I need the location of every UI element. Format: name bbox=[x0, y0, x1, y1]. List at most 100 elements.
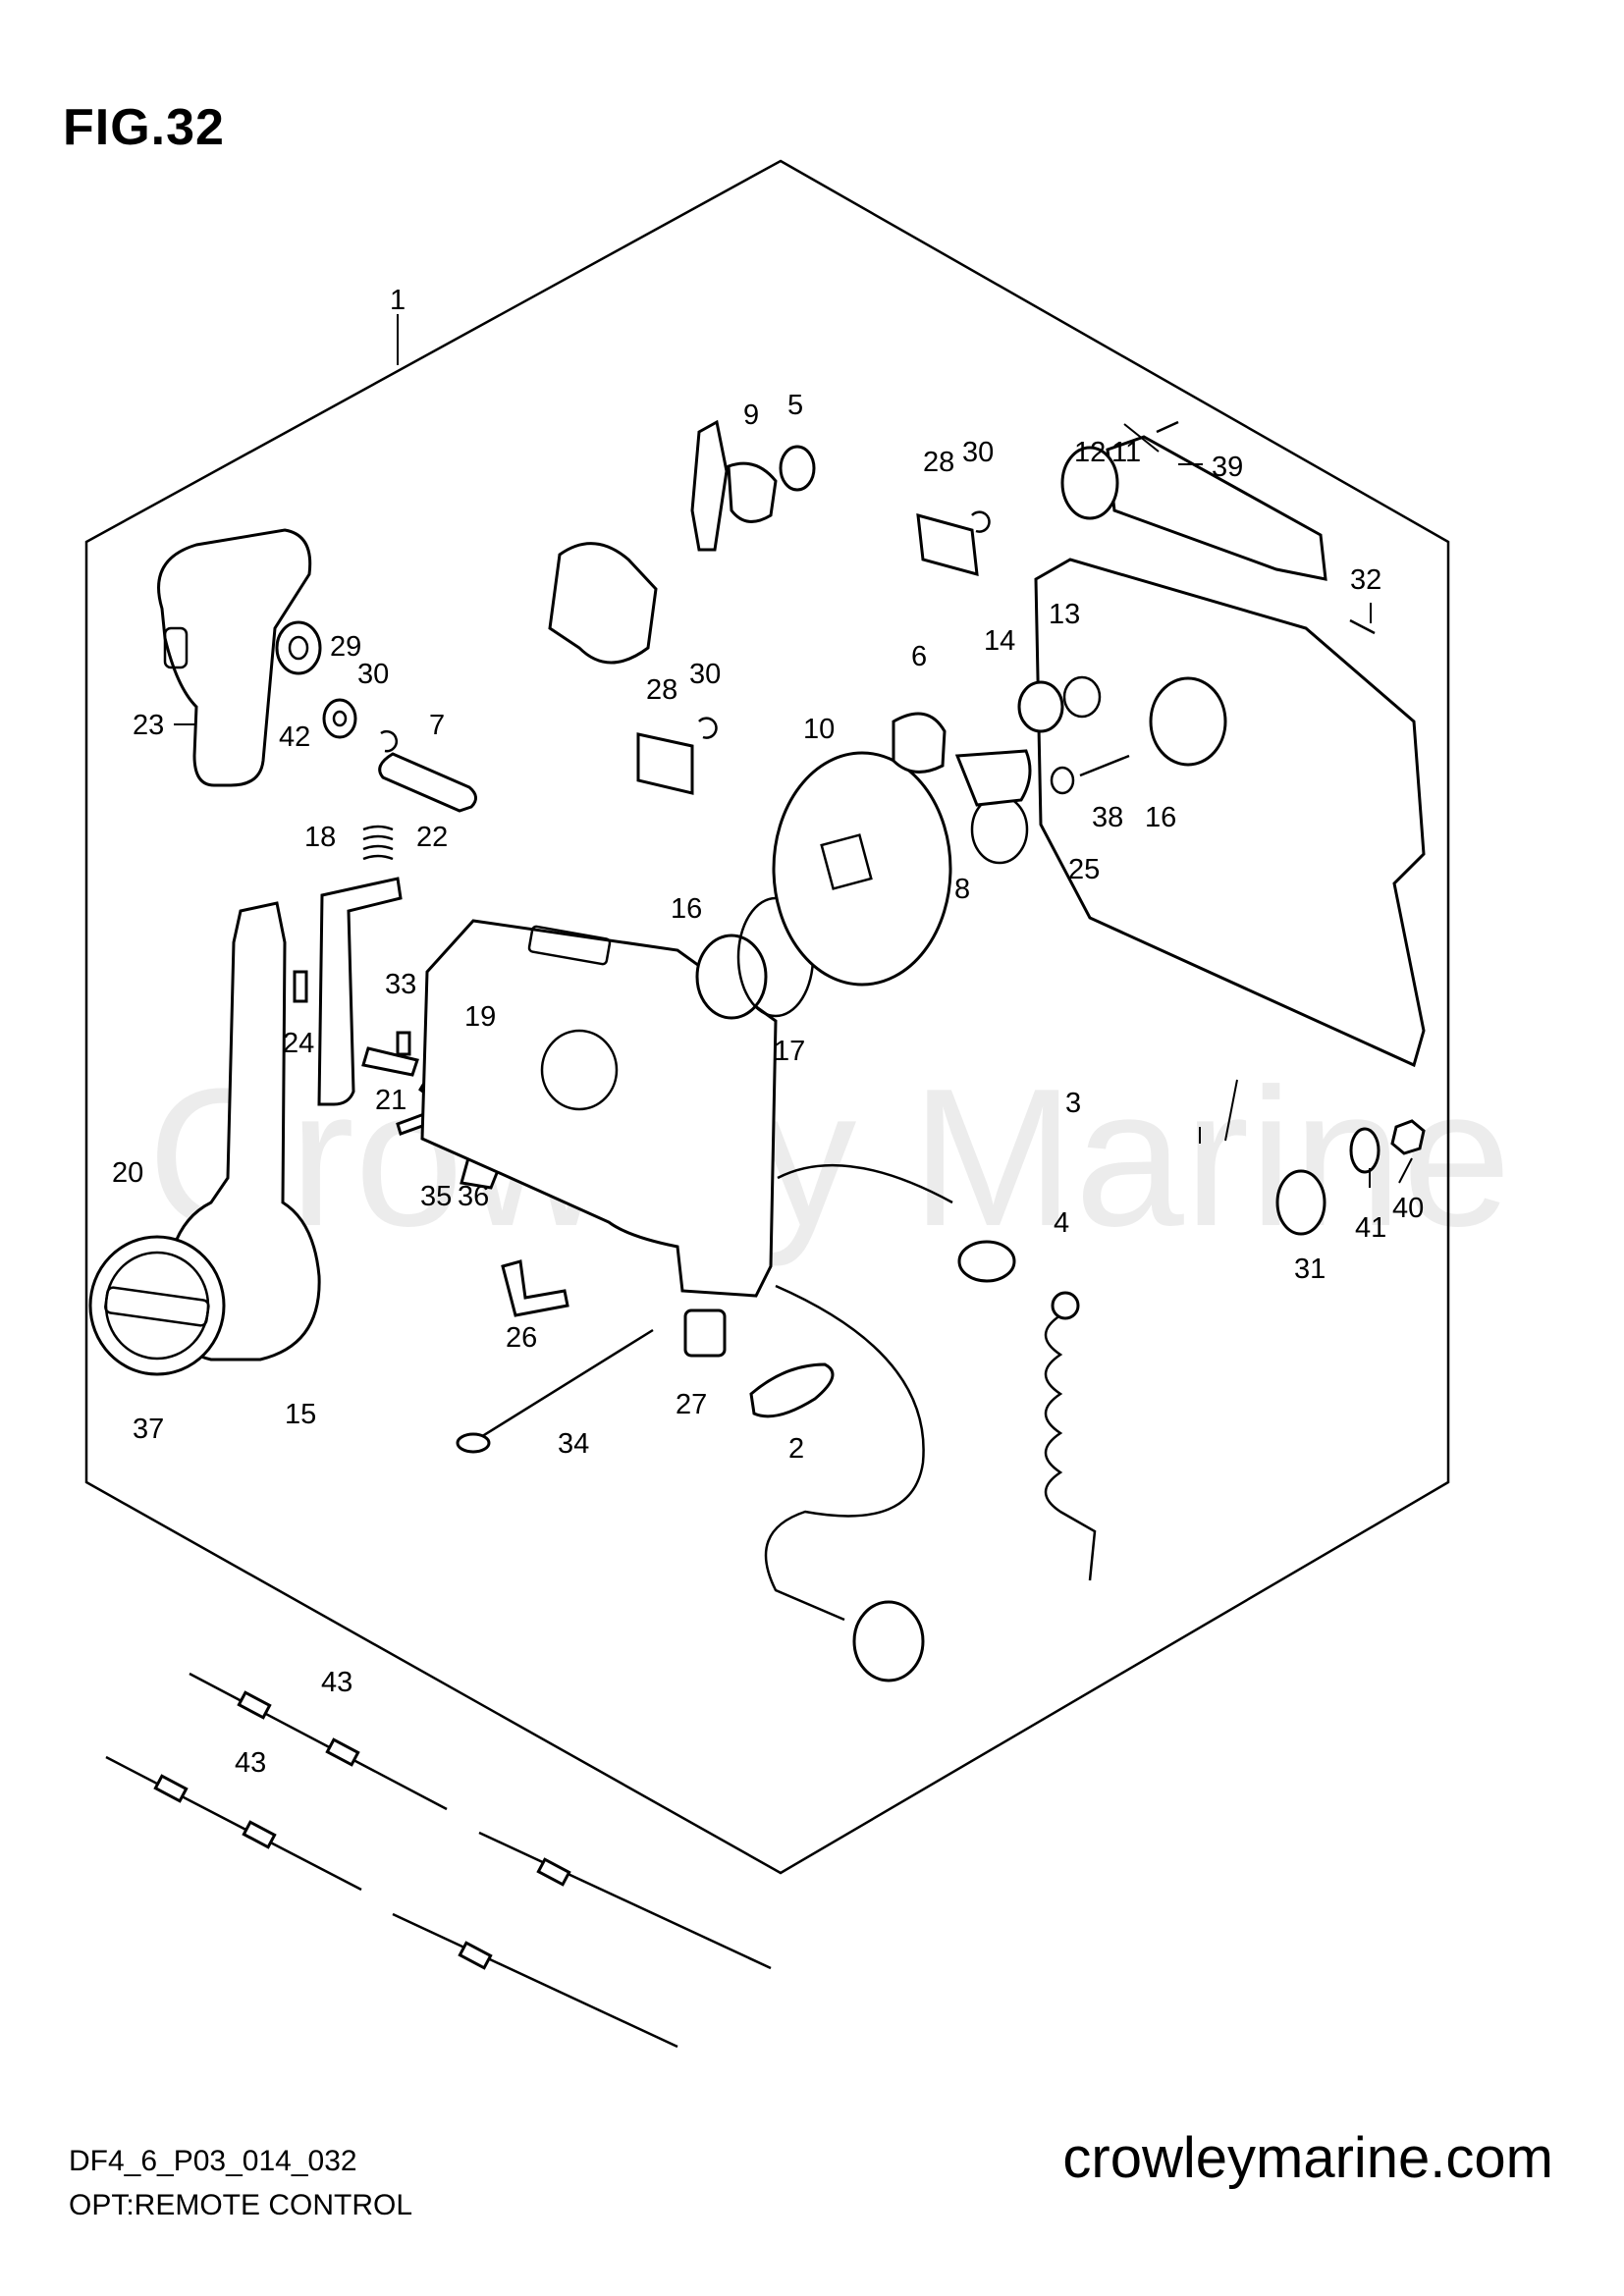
watermark-text: Crowley Marine bbox=[147, 1048, 1512, 1267]
callout-31: 31 bbox=[1294, 1254, 1326, 1285]
top-lever-link bbox=[690, 419, 729, 552]
main-control-housing bbox=[420, 919, 778, 1298]
callout-30b: 30 bbox=[357, 659, 389, 690]
part-14-bushing bbox=[1017, 680, 1064, 733]
website-link[interactable]: crowleymarine.com bbox=[1062, 2126, 1553, 2190]
part-15-control-arm bbox=[165, 901, 321, 1362]
part-7-pin bbox=[378, 752, 477, 813]
part-43-ferrule-3 bbox=[536, 1857, 571, 1887]
upper-gear-bracket bbox=[548, 542, 658, 665]
callout-14: 14 bbox=[984, 625, 1015, 657]
callout-23: 23 bbox=[133, 710, 164, 741]
callout-9: 9 bbox=[743, 400, 759, 431]
part-43-ferrule-1 bbox=[237, 1690, 272, 1720]
callout-3: 3 bbox=[1065, 1088, 1081, 1119]
callout-16: 16 bbox=[1145, 802, 1176, 833]
part-10-gear-plate bbox=[772, 751, 952, 987]
callout-16b: 16 bbox=[671, 893, 702, 925]
callout-38: 38 bbox=[1092, 802, 1123, 833]
callout-1: 1 bbox=[390, 285, 406, 316]
part-16-bushing-right bbox=[1149, 676, 1227, 767]
harness-connector bbox=[852, 1600, 925, 1682]
part-9-bushing bbox=[727, 461, 778, 523]
callout-15: 15 bbox=[285, 1399, 316, 1430]
part-23-handle-grip bbox=[157, 528, 312, 787]
part-28-clip-lower bbox=[636, 732, 694, 795]
callout-19: 19 bbox=[464, 1001, 496, 1033]
callout-36: 36 bbox=[458, 1181, 489, 1212]
callout-42: 42 bbox=[279, 721, 310, 753]
callout-labels: 1 9 5 28 30 12 11 39 32 13 14 6 10 29 30… bbox=[112, 285, 1424, 1779]
part-8-washer bbox=[970, 794, 1029, 865]
part-10-square-bore bbox=[820, 833, 873, 890]
part-12-o-ring bbox=[1060, 446, 1119, 520]
callout-7: 7 bbox=[429, 710, 445, 741]
part-30-clip bbox=[380, 729, 398, 753]
part-6-bushing bbox=[892, 712, 947, 774]
main-harness-cable bbox=[764, 1284, 925, 1622]
part-29-washer bbox=[322, 698, 357, 739]
callout-28b: 28 bbox=[646, 674, 677, 706]
callout-28: 28 bbox=[923, 447, 954, 478]
part-3-stop-switch bbox=[957, 1240, 1016, 1283]
callout-12: 12 bbox=[1074, 437, 1106, 468]
figure-description: OPT:REMOTE CONTROL bbox=[69, 2189, 413, 2221]
callout-43a: 43 bbox=[321, 1667, 352, 1698]
callout-30: 30 bbox=[962, 437, 994, 468]
part-29-washer-hole bbox=[332, 710, 348, 727]
part-11-handle bbox=[1106, 435, 1327, 581]
part-4-lanyard-coil bbox=[1044, 1313, 1097, 1581]
callout-39: 39 bbox=[1212, 452, 1243, 483]
part-23-grip-slot bbox=[163, 626, 189, 669]
figure-title: FIG.32 bbox=[63, 99, 225, 156]
assembly-boundary-hexagon bbox=[84, 159, 1450, 1875]
leader-lines bbox=[174, 314, 1413, 1188]
part-2-plate bbox=[749, 1362, 835, 1418]
callout-24: 24 bbox=[283, 1028, 314, 1059]
callout-5: 5 bbox=[787, 390, 803, 421]
part-43-cable-lower-a bbox=[105, 1755, 362, 1892]
callout-21: 21 bbox=[375, 1085, 406, 1116]
callout-43b: 43 bbox=[235, 1747, 266, 1779]
callout-6: 6 bbox=[911, 641, 927, 672]
part-30-clip-upper bbox=[971, 510, 991, 533]
callout-8: 8 bbox=[954, 874, 970, 905]
callout-10: 10 bbox=[803, 714, 835, 745]
shift-lever-plate bbox=[954, 749, 1032, 807]
callout-4: 4 bbox=[1054, 1207, 1069, 1239]
part-4-key bbox=[1051, 1291, 1080, 1320]
part-43-ferrule-6 bbox=[458, 1941, 493, 1970]
part-34-bolt-head bbox=[456, 1432, 491, 1454]
part-43-ferrule-4 bbox=[153, 1774, 189, 1803]
callout-41: 41 bbox=[1355, 1212, 1386, 1244]
housing-name-plate bbox=[527, 925, 612, 966]
callout-37: 37 bbox=[133, 1414, 164, 1445]
callout-2: 2 bbox=[788, 1433, 804, 1465]
part-31-damper bbox=[1275, 1169, 1326, 1236]
part-43-ferrule-2 bbox=[325, 1737, 360, 1767]
right-back-plate bbox=[1034, 558, 1426, 1068]
callout-40: 40 bbox=[1392, 1193, 1424, 1224]
part-21-plate bbox=[361, 1046, 419, 1077]
callout-29: 29 bbox=[330, 631, 361, 663]
part-42-washer-hole bbox=[288, 635, 309, 661]
part-13-o-ring bbox=[1062, 675, 1102, 719]
callout-33: 33 bbox=[385, 969, 416, 1000]
part-3-wire-harness bbox=[777, 1163, 953, 1204]
callout-26: 26 bbox=[506, 1322, 537, 1354]
part-40-nut bbox=[1390, 1119, 1426, 1155]
callout-20: 20 bbox=[112, 1157, 143, 1189]
part-37-suzuki-emblem bbox=[104, 1286, 210, 1327]
part-43-ferrule-5 bbox=[242, 1820, 277, 1849]
part-27-clip bbox=[683, 1308, 727, 1358]
callout-22: 22 bbox=[416, 822, 448, 853]
part-25-washer bbox=[1050, 766, 1075, 795]
callout-17: 17 bbox=[774, 1036, 805, 1067]
part-43-cable-upper-a bbox=[189, 1672, 448, 1811]
callout-25: 25 bbox=[1068, 854, 1100, 885]
part-41-washer bbox=[1349, 1127, 1380, 1174]
part-32-screw bbox=[1349, 618, 1376, 635]
part-43-cable-upper-b bbox=[478, 1831, 772, 1970]
part-43-cable-lower-b bbox=[392, 1912, 678, 2049]
